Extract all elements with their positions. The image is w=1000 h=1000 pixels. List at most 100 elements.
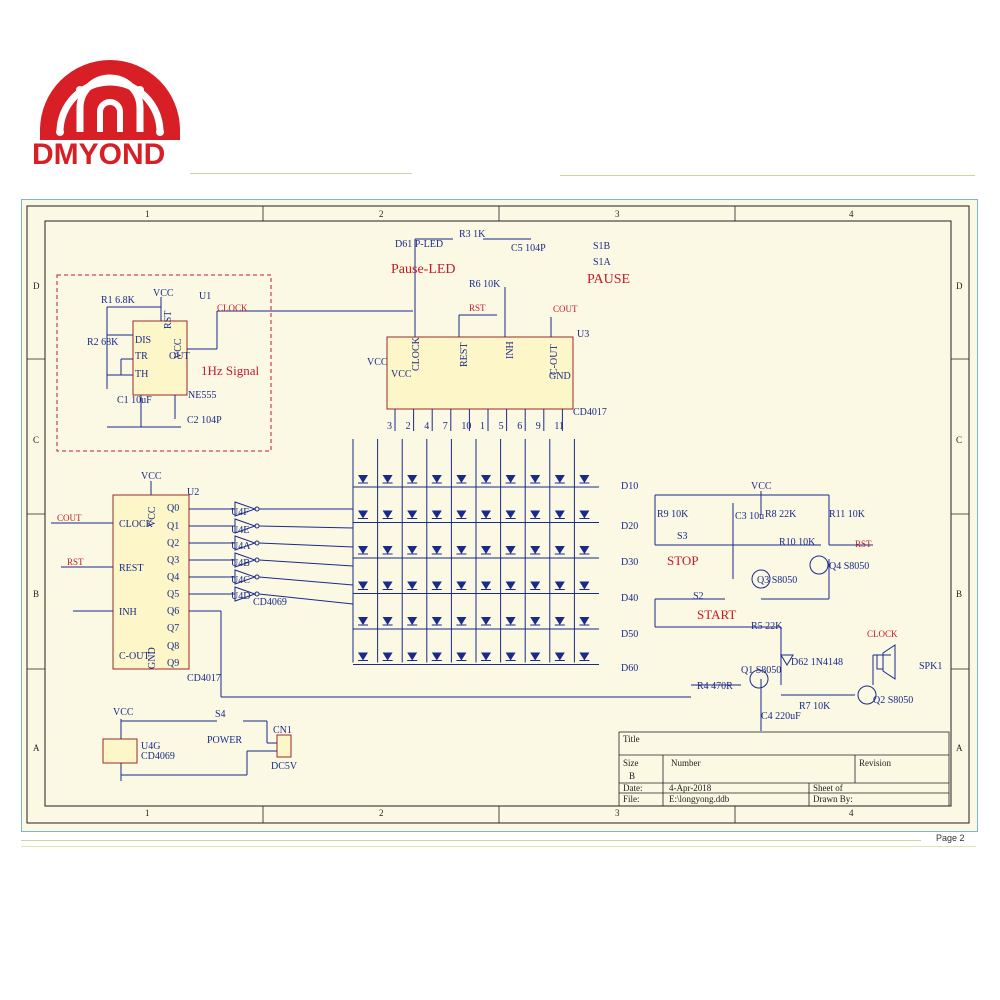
led-row-label: D20 <box>621 521 638 532</box>
pin-label: RST <box>163 311 174 329</box>
inverter-ref: U4A <box>231 541 251 552</box>
brand-name: DMYOND <box>32 138 166 171</box>
size-value: B <box>629 771 635 781</box>
c2-label: C2 104P <box>187 415 222 426</box>
inverter-group <box>189 501 354 605</box>
vcc-label: VCC <box>141 471 162 482</box>
led-diode-icon <box>554 581 565 590</box>
led-diode-icon <box>505 581 516 590</box>
led-diode-icon <box>579 581 590 590</box>
led-diode-icon <box>407 510 418 519</box>
pin-label: OUT <box>169 351 190 362</box>
pin-label: DIS <box>135 335 151 346</box>
led-diode-icon <box>456 475 467 483</box>
dc5v-label: DC5V <box>271 761 298 772</box>
clock-label: CLOCK <box>217 303 248 313</box>
r3-label: R3 1K <box>459 229 486 240</box>
frame-col-labels-top: 1 2 3 4 <box>145 209 854 219</box>
q3-label: Q3 S8050 <box>757 575 797 586</box>
number-label: Number <box>671 758 701 768</box>
rst-label: RST <box>855 539 872 549</box>
led-diode-icon <box>481 546 491 554</box>
led-diode-icon <box>579 617 590 625</box>
u3-pin-number: 9 <box>536 421 541 432</box>
pin-label: GND <box>147 647 158 669</box>
stop-label: STOP <box>667 553 699 568</box>
date-label: Date: <box>623 783 643 793</box>
inverter-output-wire <box>258 576 354 586</box>
led-diode-icon <box>530 652 541 661</box>
u3-ref: U3 <box>577 329 589 340</box>
one-hz-label: 1Hz Signal <box>201 363 260 378</box>
date-value: 4-Apr-2018 <box>669 783 712 793</box>
u4g-ref: U4G <box>141 741 160 752</box>
diode-d62-icon <box>780 654 794 666</box>
pin-label: Q3 <box>167 555 179 566</box>
col-label: 1 <box>145 808 150 818</box>
header-rule-left <box>190 173 412 174</box>
c5-label: C5 104P <box>511 243 546 254</box>
led-diode-icon <box>407 581 418 590</box>
frame-ticks <box>27 206 969 823</box>
u2-ref: U2 <box>187 487 199 498</box>
led-diode-icon <box>579 510 590 519</box>
frame-col-labels-bottom: 1 2 3 4 <box>145 808 854 818</box>
cout-label: COUT <box>57 513 82 523</box>
u4g-chip <box>102 738 138 764</box>
spk-label: SPK1 <box>919 661 942 672</box>
pin-label: INH <box>505 341 516 359</box>
s3-label: S3 <box>677 531 688 542</box>
transistor-q3 <box>751 569 771 589</box>
led-diode-icon <box>481 652 491 661</box>
row-label: B <box>33 589 39 599</box>
u3-pin-number: 2 <box>406 421 411 432</box>
pin-label: VCC <box>391 369 412 380</box>
u2-output-pins: Q0 Q1 Q2 Q3 Q4 Q5 Q6 Q7 Q8 Q9 <box>167 503 179 669</box>
inverter-part: CD4069 <box>253 597 287 608</box>
schematic-diagram: 1 2 3 4 1 2 3 4 D C B A D C B A DIS TR T… <box>26 205 970 824</box>
page-label: Page 2 <box>936 833 965 843</box>
r6-label: R6 10K <box>469 279 501 290</box>
col-label: 1 <box>145 209 150 219</box>
file-value: E:\longyong.ddb <box>669 794 730 804</box>
row-label: A <box>33 743 40 753</box>
pin-label: GND <box>549 371 571 382</box>
r2-label: R2 68K <box>87 337 119 348</box>
r1-label: R1 6.8K <box>101 295 136 306</box>
led-diode-icon <box>481 617 491 625</box>
pin-label: Q4 <box>167 572 179 583</box>
r4-label: R4 470R <box>697 681 733 692</box>
pin-label: Q9 <box>167 658 179 669</box>
led-diode-icon <box>358 581 368 590</box>
pin-label: Q7 <box>167 623 179 634</box>
footer-rule-2 <box>21 846 976 847</box>
led-diode-icon <box>505 475 516 483</box>
pin-label: C-OUT <box>119 651 150 662</box>
led-diode-icon <box>530 581 541 590</box>
u1-ref: U1 <box>199 291 211 302</box>
rst-label: RST <box>67 557 84 567</box>
led-diode-icon <box>456 510 467 519</box>
pin-label: Q8 <box>167 641 179 652</box>
d62-label: D62 1N4148 <box>791 657 843 668</box>
vcc-label: VCC <box>113 707 134 718</box>
s2-label: S2 <box>693 591 704 602</box>
led-diode-icon <box>358 546 368 554</box>
inverter-output-wire <box>258 542 354 548</box>
led-diode-icon <box>431 652 442 661</box>
led-diode-icon <box>579 652 590 661</box>
start-label: START <box>697 607 736 622</box>
led-diode-icon <box>579 546 590 554</box>
inverter-output-wire <box>258 593 354 605</box>
power-wires <box>120 719 277 781</box>
led-diode-icon <box>358 617 368 625</box>
led-diode-icon <box>456 652 467 661</box>
cout-label: COUT <box>553 304 578 314</box>
led-diode-icon <box>554 546 565 554</box>
u3-part: CD4017 <box>573 407 607 418</box>
footer-rule <box>21 840 921 841</box>
title-block <box>618 731 950 807</box>
pause-led-label: Pause-LED <box>391 262 456 277</box>
vcc-label: VCC <box>751 481 772 492</box>
led-row-label: D10 <box>621 481 638 492</box>
